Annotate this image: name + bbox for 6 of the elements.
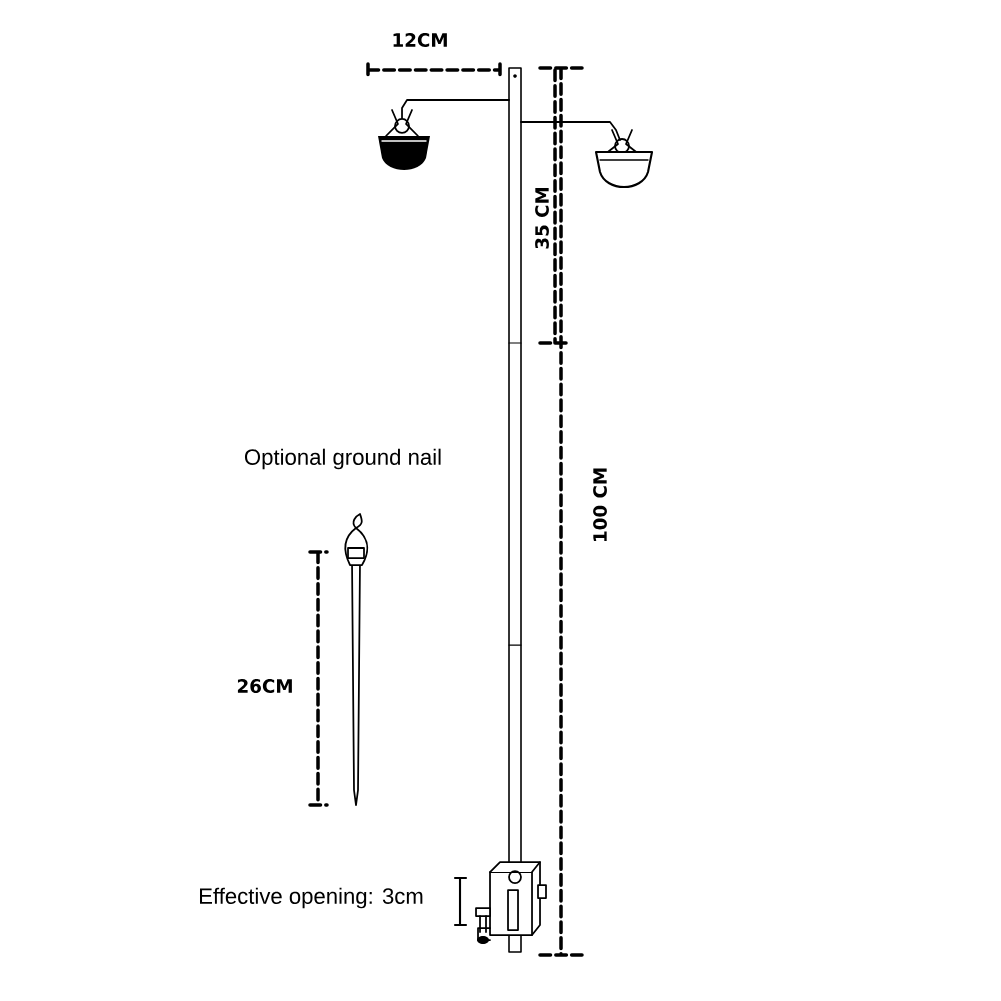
dimension-label: 26CM <box>237 679 292 693</box>
dimension-label: 35 CM <box>535 187 549 249</box>
caption-text: Optional ground nail <box>244 448 441 470</box>
dimension-label: 100 CM <box>593 468 607 541</box>
caption-text: Effective opening: 3cm <box>200 887 423 909</box>
dimension-label: 12CM <box>393 33 447 47</box>
